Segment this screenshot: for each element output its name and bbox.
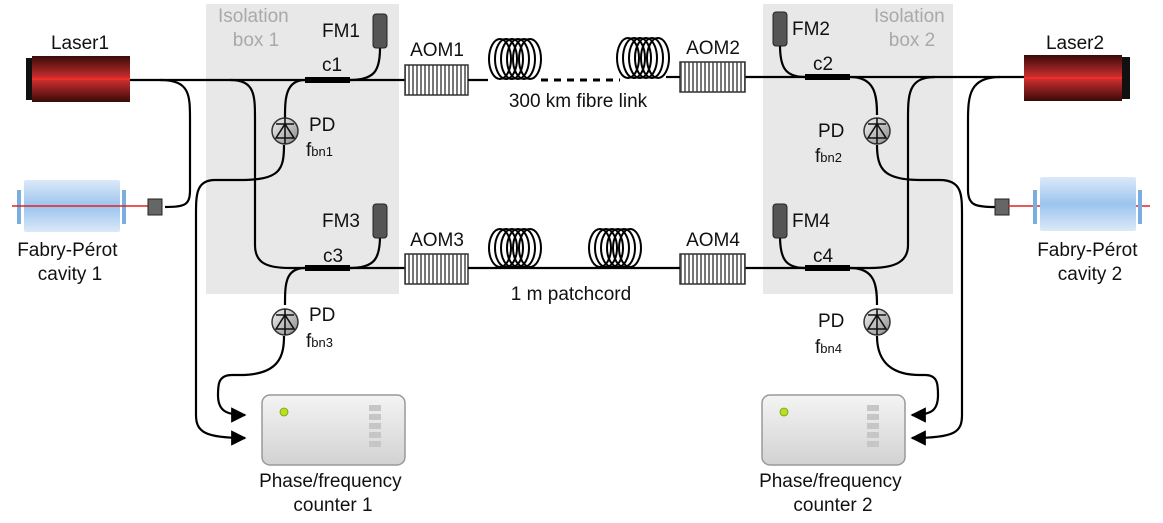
aom2 [679,61,746,93]
photodiode-pd3 [271,308,299,336]
fbn3-label: fbn3 [306,331,333,352]
aom1 [404,64,469,96]
laser2-label: Laser2 [1046,33,1104,54]
fabry-perot-cavity-1 [12,180,163,232]
faraday-mirror-fm3 [372,203,388,239]
fm2-label: FM2 [792,19,830,40]
aom4-label: AOM4 [686,230,740,251]
patchcord-spool-left [488,228,542,268]
coupler-c2 [805,74,850,80]
laser1-label: Laser1 [51,33,109,54]
coupler-c3 [305,265,350,271]
fm4-label: FM4 [792,211,830,232]
photodiode-pd4 [863,308,891,336]
c1-label: c1 [322,55,342,76]
faraday-mirror-fm2 [772,11,788,47]
pd1-label: PD [309,115,335,136]
aom2-label: AOM2 [686,38,740,59]
isolation-box-2-label: Isolation box 2 [874,6,950,51]
fm1-label: FM1 [322,21,360,42]
aom4 [679,253,746,285]
isolation-box-2 [763,4,953,294]
cavity2-label: Fabry-Pérot cavity 2 [1037,240,1143,285]
aom1-label: AOM1 [410,40,464,61]
counter2-label: Phase/frequency counter 2 [759,471,907,516]
phase-frequency-counter-2 [761,394,906,466]
laser1 [26,56,130,102]
patchcord-label: 1 m patchcord [511,284,631,305]
faraday-mirror-fm1 [372,13,388,49]
patchcord-spool-right [588,228,642,268]
fibre-paths [130,44,1025,446]
fm3-label: FM3 [322,211,360,232]
fbn4-label: fbn4 [815,337,842,358]
pd3-label: PD [309,305,335,326]
fibre-spool-top-left [488,38,542,80]
coupler-c4 [805,265,850,271]
status-led [779,407,789,417]
laser2 [1024,55,1130,101]
fbn2-label: fbn2 [815,146,842,167]
aom3-label: AOM3 [410,230,464,251]
faraday-mirror-fm4 [772,203,788,239]
c3-label: c3 [323,246,343,267]
pd2-label: PD [818,121,844,142]
photodiode-pd1 [271,117,299,145]
phase-frequency-counter-1 [261,394,406,466]
c2-label: c2 [813,54,833,75]
aom3 [404,253,469,285]
isolation-box-1-label: Isolation box 1 [218,6,294,51]
pd4-label: PD [818,311,844,332]
isolation-box-1 [206,4,399,294]
fabry-perot-cavity-2 [994,177,1150,231]
fibre-spool-top-right [616,37,670,79]
c4-label: c4 [813,246,834,267]
photodiode-pd2 [863,117,891,145]
fibre-link-label: 300 km fibre link [509,91,648,112]
cavity1-label: Fabry-Pérot cavity 1 [17,240,123,285]
status-led [279,407,289,417]
coupler-c1 [305,77,350,83]
counter1-label: Phase/frequency counter 1 [259,471,407,516]
fbn1-label: fbn1 [306,140,333,161]
